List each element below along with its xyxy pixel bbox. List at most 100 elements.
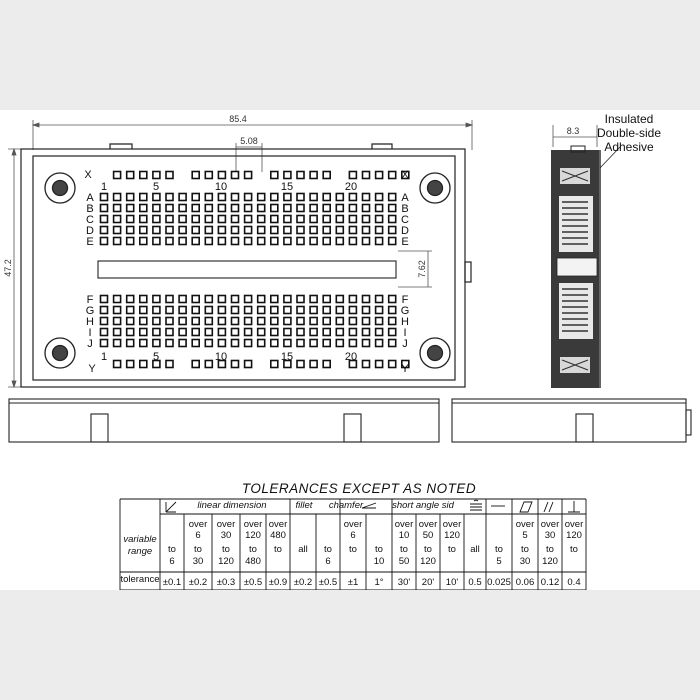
contact-hole: [165, 192, 174, 202]
range-cell-text: to: [570, 544, 578, 555]
range-cell-text: to: [324, 544, 332, 555]
adhesive-note-line: Double-side: [597, 126, 661, 140]
contact-hole: [139, 338, 148, 348]
contact-hole: [217, 294, 227, 304]
tolerance-value: 30': [398, 577, 411, 588]
contact-hole: [152, 203, 161, 213]
contact-hole: [348, 359, 358, 369]
contact-spring: [561, 170, 589, 182]
row-label: D: [86, 225, 94, 237]
tolerance-value: ±0.5: [244, 577, 262, 588]
tolerance-value: ±0.1: [163, 577, 181, 588]
contact-hole: [256, 192, 266, 202]
contact-hole: [283, 327, 292, 337]
contact-hole: [309, 338, 318, 348]
contact-hole: [243, 327, 253, 337]
mounting-hole: [44, 172, 76, 204]
row-label: E: [86, 236, 93, 248]
contact-hole: [309, 305, 318, 315]
contact-hole: [322, 214, 332, 224]
contact-hole: [178, 305, 187, 315]
column-number: 5: [153, 351, 159, 363]
side-front-view: [451, 398, 692, 443]
range-cell-text: 120: [420, 556, 436, 567]
contact-hole: [217, 192, 227, 202]
contact-hole: [335, 305, 345, 315]
contact-hole: [125, 192, 135, 202]
channel-dimension: [398, 250, 432, 288]
contact-holes: [99, 170, 410, 369]
fillet-header: fillet: [296, 500, 313, 511]
contact-hole: [217, 225, 227, 235]
contact-hole: [361, 316, 371, 326]
contact-hole: [125, 170, 135, 180]
contact-hole: [112, 192, 122, 202]
contact-hole: [374, 327, 384, 337]
row-label: H: [86, 316, 94, 328]
contact-hole: [112, 294, 122, 304]
tolerance-value: 0.025: [487, 577, 511, 588]
contact-hole: [178, 225, 187, 235]
contact-hole: [269, 203, 279, 213]
contact-hole: [99, 316, 109, 326]
range-cell-text: 120: [444, 530, 460, 541]
contact-hole: [165, 214, 174, 224]
tolerance-value: 0.5: [468, 577, 481, 588]
contact-hole: [374, 236, 384, 246]
contact-hole: [309, 170, 318, 180]
contact-spring: [562, 201, 588, 209]
contact-hole: [283, 170, 292, 180]
contact-hole: [165, 305, 174, 315]
tolerance-value: ±0.3: [217, 577, 235, 588]
contact-hole: [309, 316, 318, 326]
contact-hole: [217, 214, 227, 224]
contact-hole: [178, 338, 187, 348]
contact-hole: [374, 359, 384, 369]
contact-hole: [335, 203, 345, 213]
contact-hole: [348, 294, 358, 304]
contact-hole: [204, 359, 214, 369]
column-number: 1: [101, 351, 107, 363]
contact-hole: [112, 305, 122, 315]
contact-hole: [374, 338, 384, 348]
contact-hole: [296, 338, 305, 348]
contact-hole: [217, 316, 227, 326]
contact-hole: [139, 192, 148, 202]
contact-hole: [152, 359, 161, 369]
contact-spring: [562, 288, 588, 296]
contact-hole: [283, 225, 292, 235]
row-label: E: [401, 236, 408, 248]
width-dimension-label: 85.4: [229, 114, 247, 124]
contact-hole: [243, 236, 253, 246]
contact-hole: [152, 225, 161, 235]
contact-hole: [204, 225, 214, 235]
contact-spring: [562, 213, 588, 221]
range-cell-text: 50: [423, 530, 434, 541]
range-cell-text: over: [344, 519, 362, 530]
tolerance-value: 20': [422, 577, 435, 588]
contact-hole: [99, 327, 109, 337]
contact-hole: [139, 294, 148, 304]
contact-hole: [165, 170, 174, 180]
contact-hole: [191, 327, 200, 337]
contact-hole: [269, 294, 279, 304]
contact-hole: [191, 225, 200, 235]
contact-hole: [139, 359, 148, 369]
contact-hole: [152, 305, 161, 315]
contact-hole: [335, 338, 345, 348]
contact-hole: [112, 338, 122, 348]
contact-hole: [204, 294, 214, 304]
contact-hole: [361, 327, 371, 337]
range-cell-text: over: [443, 519, 461, 530]
row-label: C: [86, 214, 94, 226]
contact-hole: [191, 305, 200, 315]
range-cell-text: 30: [545, 530, 556, 541]
contact-hole: [217, 338, 227, 348]
contact-hole: [191, 203, 200, 213]
range-cell-text: to: [424, 544, 432, 555]
contact-spring: [562, 324, 588, 332]
top-rail-label-right: X: [401, 169, 409, 181]
contact-hole: [269, 214, 279, 224]
range-cell-text: 5: [496, 556, 501, 567]
